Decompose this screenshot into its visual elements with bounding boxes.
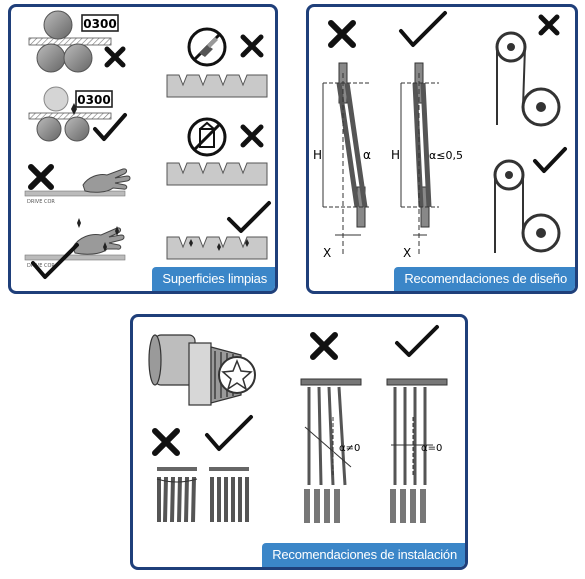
counter-top: 0300 (83, 17, 116, 31)
belt-label: DRIVE COR (27, 199, 55, 205)
label-alpha: α (363, 148, 371, 162)
rollers-dirty-group (28, 10, 112, 73)
belt (412, 82, 432, 208)
label-x-good: X (403, 246, 411, 260)
belt-strip (24, 254, 126, 261)
roller-bottom-left (36, 43, 66, 73)
belts-straight (209, 467, 249, 522)
cross-icon (240, 124, 264, 148)
panel-clean-surfaces: 0300 0300 DRIVE COR DRIVE COR (8, 4, 278, 294)
label-x-bad: X (323, 246, 331, 260)
belt-strip (24, 190, 126, 197)
belt-profile (166, 162, 268, 186)
cross-icon (104, 46, 126, 68)
check-icon (227, 201, 271, 233)
multi-belt-misaligned (300, 378, 362, 523)
caption-clean-surfaces: Superficies limpias (152, 267, 275, 291)
belt-strip (28, 112, 112, 120)
check-icon (31, 243, 79, 279)
cross-icon (328, 20, 356, 48)
label-alpha-condition: α≤0,5 (429, 149, 463, 162)
pulley-system-bad (495, 31, 561, 127)
no-brush-icon (187, 27, 227, 67)
misaligned-pulleys (322, 62, 371, 257)
label-h-good: H (391, 148, 400, 162)
counter-box-top (81, 14, 119, 32)
roller-bottom-right (63, 43, 93, 73)
belt-profile (166, 74, 268, 98)
check-icon (395, 325, 439, 357)
belt-strip (28, 37, 112, 46)
roller-bottom-right (64, 116, 90, 142)
roller-top (43, 86, 69, 112)
panel-installation-recommendations: α≠0 α=0 Recomendaciones de instalación (130, 314, 468, 570)
rollers-clean-group (28, 86, 112, 142)
cross-icon (538, 14, 560, 36)
belts-twisted (156, 467, 198, 523)
label-h-bad: H (313, 148, 322, 162)
shaft-pulley-icon (148, 334, 256, 406)
belt-label: DRIVE COR (27, 263, 55, 269)
check-icon (93, 113, 127, 141)
multi-belt-aligned (386, 378, 448, 523)
caption-design-recommendations: Recomendaciones de diseño (394, 267, 575, 291)
design-illustration: H X α H X α≤0,5 (313, 11, 567, 260)
caption-installation-recommendations: Recomendaciones de instalación (262, 543, 465, 567)
cross-icon (240, 34, 264, 58)
roller-bottom-left (36, 116, 62, 142)
cross-icon (152, 428, 180, 456)
counter-mid: 0300 (77, 93, 110, 107)
glove-icon (82, 168, 131, 193)
clean-surfaces-illustration: 0300 0300 DRIVE COR DRIVE COR (24, 10, 271, 279)
check-icon (205, 415, 253, 451)
installation-illustration: α≠0 α=0 (148, 325, 448, 523)
sparkle-icon (189, 239, 249, 251)
aligned-pulleys (400, 62, 439, 257)
counter-box-mid (75, 90, 113, 108)
cross-icon (310, 332, 338, 360)
check-icon (533, 147, 567, 173)
no-solvent-icon (187, 117, 227, 157)
belt (336, 82, 368, 208)
label-alpha-not-zero: α≠0 (339, 443, 360, 454)
pulley-system-good (493, 159, 561, 253)
check-icon (399, 11, 447, 47)
label-alpha-zero: α=0 (421, 443, 442, 454)
roller-top (43, 10, 73, 40)
belt-profile (166, 236, 268, 260)
cross-icon (28, 164, 54, 190)
panel-design-recommendations: H X α H X α≤0,5 (306, 4, 578, 294)
